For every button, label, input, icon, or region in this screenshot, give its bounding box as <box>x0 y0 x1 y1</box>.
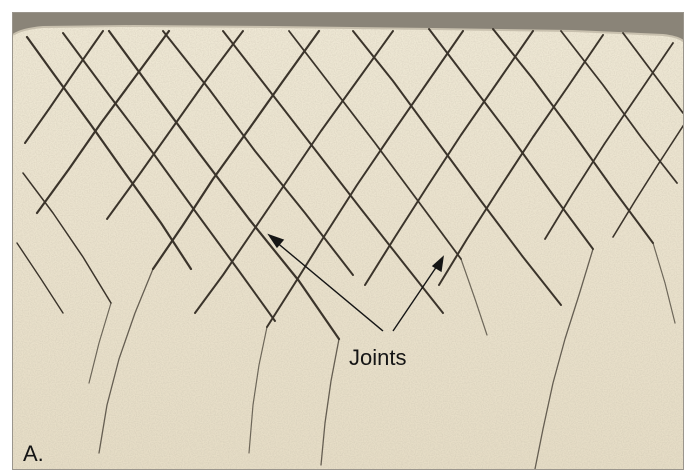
rock-specimen: Joints A. <box>12 12 684 470</box>
joints-label: Joints <box>349 345 406 370</box>
jointed-rock-illustration: Joints A. <box>13 13 684 470</box>
rock-texture <box>13 13 684 470</box>
panel-label: A. <box>23 441 44 466</box>
